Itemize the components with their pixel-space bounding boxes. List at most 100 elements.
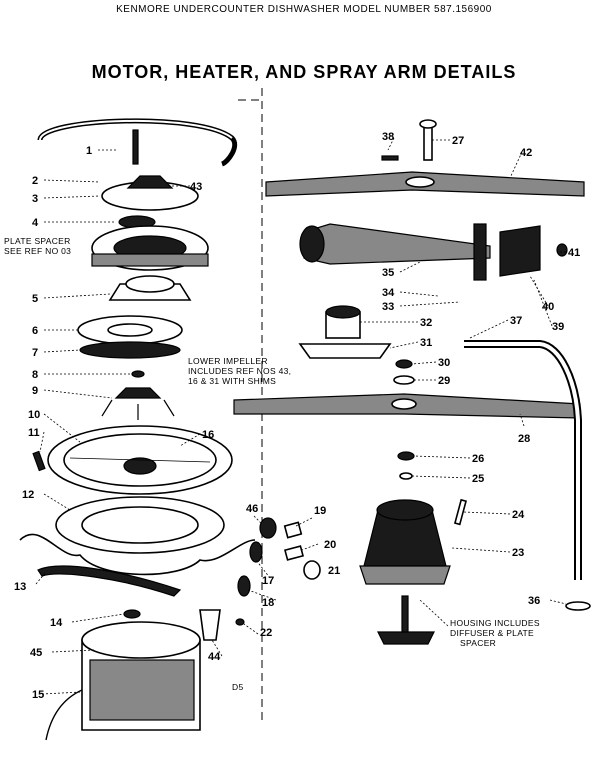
part-20 — [283, 545, 305, 561]
manifold-end — [299, 225, 325, 263]
screw-27 — [423, 123, 433, 161]
pump-cover-band — [91, 253, 209, 267]
annotation-notes: PLATE SPACER SEE REF NO 03 LOWER IMPELLE… — [4, 236, 540, 692]
page-code: D5 — [232, 682, 243, 692]
part-22 — [235, 618, 245, 626]
motor-top — [81, 621, 201, 659]
callout-8: 8 — [32, 369, 38, 381]
callout-25: 25 — [472, 473, 484, 485]
callout-16: 16 — [202, 429, 214, 441]
callout-39: 39 — [552, 321, 564, 333]
diffuser-stem — [401, 595, 409, 633]
washer-29 — [393, 375, 415, 385]
motor-body-shade — [89, 659, 195, 721]
callout-15: 15 — [32, 689, 44, 701]
page-title: MOTOR, HEATER, AND SPRAY ARM DETAILS — [91, 62, 517, 82]
callout-9: 9 — [32, 385, 38, 397]
note-impeller-line3: 16 & 31 WITH SHIMS — [188, 376, 276, 386]
nut-30 — [395, 359, 413, 369]
float-32-top — [325, 305, 361, 319]
callout-43: 43 — [190, 181, 202, 193]
callout-5: 5 — [32, 293, 38, 305]
part-26 — [397, 451, 415, 461]
callout-37: 37 — [510, 315, 522, 327]
callout-33: 33 — [382, 301, 394, 313]
callout-26: 26 — [472, 453, 484, 465]
callout-11: 11 — [28, 427, 40, 439]
lower-impeller-shim — [131, 370, 145, 378]
callout-21: 21 — [328, 565, 340, 577]
seal-housing-top — [125, 275, 175, 293]
callout-30: 30 — [438, 357, 450, 369]
note-plate-spacer-line2: SEE REF NO 03 — [4, 246, 71, 256]
callout-29: 29 — [438, 375, 450, 387]
callout-1: 1 — [86, 145, 92, 157]
part-38 — [381, 155, 399, 161]
callout-18: 18 — [262, 597, 274, 609]
lower-impeller — [101, 387, 175, 420]
lower-spray-arm-hub — [391, 398, 417, 410]
manifold-bracket — [473, 223, 487, 281]
heater-shield — [37, 565, 182, 597]
callout-24: 24 — [512, 509, 525, 521]
part-44 — [199, 609, 221, 641]
callout-6: 6 — [32, 325, 38, 337]
manifold-arm — [303, 223, 491, 265]
pump-base-spoke — [69, 457, 211, 463]
part-21 — [303, 560, 321, 580]
water-tube-core — [464, 342, 580, 580]
diffuser-plate — [377, 631, 435, 645]
sump-housing-inner — [81, 506, 199, 544]
callout-12: 12 — [22, 489, 34, 501]
callout-42: 42 — [520, 147, 532, 159]
bracket-40 — [499, 225, 541, 277]
clip-14 — [123, 609, 141, 619]
callout-19: 19 — [314, 505, 326, 517]
header-model-line: KENMORE UNDERCOUNTER DISHWASHER MODEL NU… — [116, 4, 492, 15]
upper-spray-arm-hub — [405, 176, 435, 188]
pump-housing-23-top — [376, 499, 434, 521]
callout-2: 2 — [32, 175, 38, 187]
screw-11 — [32, 450, 46, 472]
upper-impeller-hub — [126, 175, 174, 189]
part-25 — [399, 472, 413, 480]
pump-base-hub — [123, 457, 157, 475]
screw-24 — [453, 498, 467, 526]
note-housing-line1: HOUSING INCLUDES — [450, 618, 540, 628]
callout-14: 14 — [50, 617, 63, 629]
part-18 — [237, 575, 251, 597]
part-17 — [249, 541, 263, 563]
motor-wires — [45, 689, 83, 741]
leader-lines — [35, 137, 568, 695]
callout-40: 40 — [542, 301, 554, 313]
callout-34: 34 — [382, 287, 395, 299]
washer-36 — [565, 601, 591, 611]
callout-23: 23 — [512, 547, 524, 559]
callout-7: 7 — [32, 347, 38, 359]
callout-10: 10 — [28, 409, 40, 421]
callout-46: 46 — [246, 503, 258, 515]
note-housing-line3: SPACER — [460, 638, 496, 648]
callout-45: 45 — [30, 647, 42, 659]
part-19 — [283, 521, 303, 539]
note-impeller-line1: LOWER IMPELLER — [188, 356, 268, 366]
washer-41 — [556, 243, 568, 257]
callout-31: 31 — [420, 337, 432, 349]
note-housing-line2: DIFFUSER & PLATE — [450, 628, 534, 638]
shroud-31 — [298, 343, 392, 359]
screw-2 — [132, 129, 139, 165]
callout-22: 22 — [260, 627, 272, 639]
callout-17: 17 — [262, 575, 274, 587]
note-impeller-line2: INCLUDES REF NOS 43, — [188, 366, 291, 376]
callout-35: 35 — [382, 267, 394, 279]
sump-flange — [19, 533, 256, 576]
callout-28: 28 — [518, 433, 530, 445]
note-plate-spacer-line1: PLATE SPACER — [4, 236, 71, 246]
gasket-ring — [79, 341, 181, 359]
pump-housing-23-base — [359, 565, 451, 585]
callout-36: 36 — [528, 595, 540, 607]
callout-41: 41 — [568, 247, 580, 259]
screw-27-head — [419, 119, 437, 129]
callout-4: 4 — [32, 217, 39, 229]
